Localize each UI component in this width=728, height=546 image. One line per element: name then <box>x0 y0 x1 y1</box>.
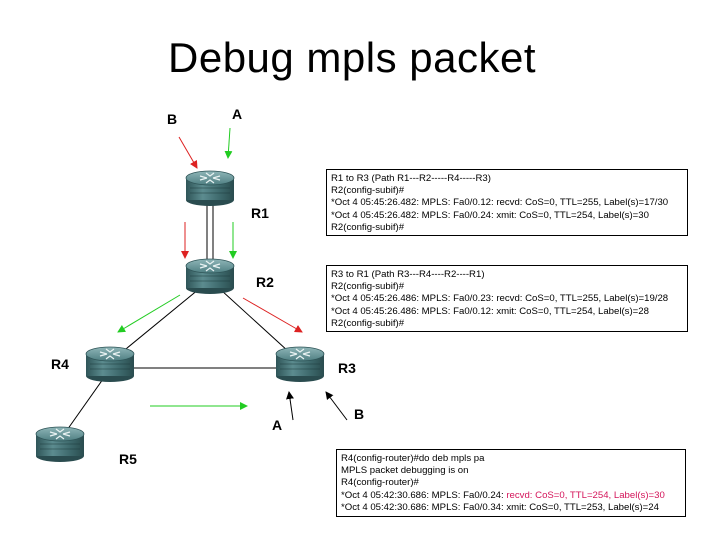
label-a-top: A <box>232 106 243 122</box>
arrow-r2-r4-green <box>117 294 181 333</box>
router-r2-icon <box>185 258 235 295</box>
arrow-b-into-r1 <box>178 136 198 169</box>
router-r3-label: R3 <box>338 360 356 376</box>
debug-output-box-1: R1 to R3 (Path R1---R2-----R4-----R3) R2… <box>326 169 688 236</box>
debug-output-box-3: R4(config-router)#do deb mpls pa MPLS pa… <box>336 449 686 517</box>
highlighted-recvd-text: recvd: CoS=0, TTL=254, Label(s)=30 <box>506 489 665 501</box>
debug-line: *Oct 4 05:42:30.686: MPLS: Fa0/0.24: rec… <box>341 490 681 502</box>
debug-line: R3 to R1 (Path R3---R4----R2----R1) <box>331 269 485 280</box>
router-r4-label: R4 <box>51 356 69 372</box>
debug-line: R2(config-subif)# <box>331 281 405 293</box>
debug-line: R2(config-subif)# <box>331 221 405 233</box>
debug-line: *Oct 4 05:45:26.486: MPLS: Fa0/0.12: xmi… <box>331 305 649 317</box>
debug-line: R2(config-subif)# <box>331 317 405 329</box>
debug-line-prefix: *Oct 4 05:42:30.686: MPLS: Fa0/0.24: <box>341 489 507 501</box>
router-r4-icon <box>85 346 135 383</box>
links <box>59 196 301 441</box>
router-r3-icon <box>275 346 325 383</box>
label-b-top: B <box>167 111 178 127</box>
debug-line: R2(config-subif)# <box>331 185 405 197</box>
label-b-bottom: B <box>354 406 365 422</box>
router-r5-icon <box>35 426 85 463</box>
arrow-b-into-r3 <box>325 391 348 421</box>
debug-line: MPLS packet debugging is on <box>341 465 469 477</box>
label-a-bottom: A <box>272 417 283 433</box>
page-title: Debug mpls packet <box>168 34 537 81</box>
router-r1-label: R1 <box>251 205 269 221</box>
debug-line: *Oct 4 05:42:30.686: MPLS: Fa0/0.34: xmi… <box>341 501 659 513</box>
path-arrows <box>117 127 348 421</box>
router-r5-label: R5 <box>119 451 137 467</box>
router-r2-label: R2 <box>256 274 274 290</box>
debug-line: R4(config-router)#do deb mpls pa <box>341 453 485 464</box>
debug-line: R1 to R3 (Path R1---R2-----R4-----R3) <box>331 173 491 184</box>
arrow-r2-r3-red <box>242 297 303 333</box>
link-r2-r4 <box>109 279 211 363</box>
arrow-a-into-r1 <box>224 127 233 159</box>
debug-output-box-2: R3 to R1 (Path R3---R4----R2----R1) R2(c… <box>326 265 688 332</box>
debug-line: R4(config-router)# <box>341 477 419 489</box>
debug-line: *Oct 4 05:45:26.482: MPLS: Fa0/0.24: xmi… <box>331 209 649 221</box>
arrow-a-into-r3 <box>286 391 294 421</box>
debug-line: *Oct 4 05:45:26.482: MPLS: Fa0/0.12: rec… <box>331 197 669 209</box>
router-r1-icon <box>185 170 235 207</box>
debug-line: *Oct 4 05:45:26.486: MPLS: Fa0/0.23: rec… <box>331 293 669 305</box>
